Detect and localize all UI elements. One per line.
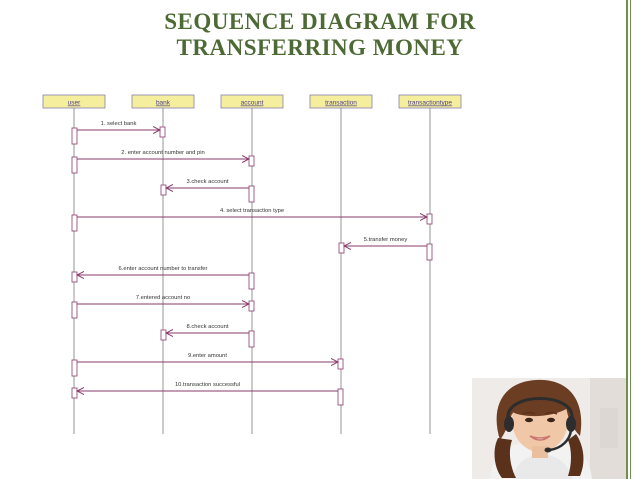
activation-bar-user	[71, 156, 78, 174]
message-label-9: 9.enter amount	[188, 353, 227, 359]
message-label-1: 1. select bank	[101, 121, 137, 127]
slide-title: SEQUENCE DIAGRAM FOR TRANSFERRING MONEY	[60, 9, 580, 61]
activation-bar-transaction	[337, 358, 344, 370]
customer-support-agent-photo	[472, 378, 626, 479]
participant-box-transactiontype	[398, 94, 462, 109]
activation-bar-transactiontype	[426, 213, 433, 225]
activation-bar-account	[248, 330, 255, 348]
message-label-2: 2. enter account number and pin	[121, 150, 204, 156]
title-line-1: SEQUENCE DIAGRAM FOR	[164, 9, 476, 34]
activation-bar-account	[248, 272, 255, 290]
message-label-8: 8.check account	[187, 324, 229, 330]
activation-bar-transaction	[338, 242, 345, 254]
title-line-2: TRANSFERRING MONEY	[176, 35, 464, 60]
activation-bar-user	[71, 387, 78, 399]
activation-bar-user	[71, 359, 78, 377]
frame-border-line	[630, 0, 631, 479]
participant-box-bank	[131, 94, 195, 109]
participant-box-account	[220, 94, 284, 109]
frame-border-line	[626, 0, 628, 479]
activation-bar-transactiontype	[426, 243, 433, 261]
activation-bar-account	[248, 185, 255, 203]
activation-bar-bank	[160, 184, 167, 196]
participant-box-user	[42, 94, 106, 109]
participant-label-transaction: transaction	[325, 100, 357, 107]
activation-bar-bank	[160, 329, 167, 341]
participant-label-bank: bank	[156, 100, 171, 107]
support-agent-photo-icon	[472, 378, 626, 479]
activation-bar-user	[71, 127, 78, 145]
message-label-5: 5.transfer money	[364, 237, 408, 243]
message-label-6: 6.enter account number to transfer	[119, 266, 208, 272]
activation-bar-user	[71, 214, 78, 232]
activation-bar-account	[248, 155, 255, 167]
participant-label-transactiontype: transactiontype	[408, 100, 452, 107]
participant-label-account: account	[241, 100, 264, 107]
activation-bar-bank	[159, 126, 166, 138]
participant-box-transaction	[309, 94, 373, 109]
message-label-7: 7.entered account no	[136, 295, 190, 301]
message-label-10: 10.transaction successful	[175, 382, 240, 388]
message-label-4: 4. select transaction type	[220, 208, 284, 214]
participant-label-user: user	[68, 100, 81, 107]
activation-bar-user	[71, 271, 78, 283]
activation-bar-account	[248, 300, 255, 312]
message-label-3: 3.check account	[187, 179, 229, 185]
slide-margin	[0, 0, 12, 479]
activation-bar-transaction	[337, 388, 344, 406]
activation-bar-user	[71, 301, 78, 319]
